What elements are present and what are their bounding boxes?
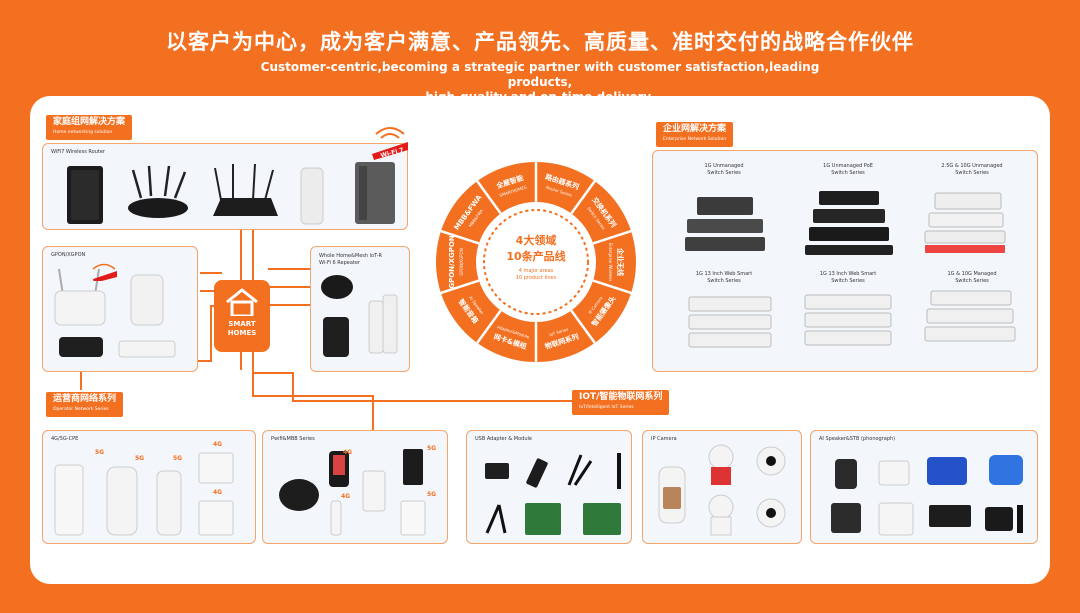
- ring-divider: [570, 309, 596, 344]
- pwifi-badge-5g-2: 5G: [427, 491, 437, 498]
- ring-segment-en: Enterprise Wireless: [608, 243, 613, 282]
- hub-label-2: HOMES: [227, 329, 257, 337]
- cpe-device-images: [54, 452, 234, 536]
- pwifi-device-images: [279, 449, 426, 536]
- mesh-box-title: Whole Home&Mesh loT-R Wi-Fi 6 Repeater: [319, 253, 382, 266]
- camera-box-title: IP Camera: [651, 436, 677, 442]
- ring-segment-en: IoT Series: [549, 326, 569, 337]
- usb-device-images: [485, 453, 621, 535]
- pwifi-badge-4g-1: 4G: [343, 449, 353, 456]
- house-icon: [226, 288, 258, 316]
- enterprise-network-tag: 企业网解决方案 Enterprise Network Solution: [656, 122, 734, 147]
- wifi-7-badge: Wi-Fi 7: [372, 127, 408, 160]
- cpe-badge-5g-3: 5G: [173, 455, 183, 462]
- cpe-badge-4g-1: 4G: [213, 441, 223, 448]
- ip-camera-box: IP Camera: [642, 430, 802, 544]
- operator-network-tag: 运营商网络系列 Operator Network Series: [46, 392, 124, 417]
- cpe-badge-5g-2: 5G: [135, 455, 145, 462]
- gpon-wifi-badge: [92, 263, 117, 281]
- ring-segment-cn: 企业无线: [616, 247, 625, 276]
- ring-center-en-1: 4 major areas: [519, 268, 554, 274]
- ai-box-title: AI Speaker&STB (phonograph): [819, 436, 896, 442]
- ai-device-images: [831, 455, 1023, 536]
- ring-center-cn-1: 4大领域: [516, 233, 557, 247]
- page-title: 以客户为中心，成为客户满意、产品领先、高质量、准时交付的战略合作伙伴: [166, 30, 914, 54]
- usb-box-title: USB Adapter & Module: [475, 436, 532, 442]
- mesh-box: Whole Home&Mesh loT-R Wi-Fi 6 Repeater: [310, 246, 410, 372]
- cpe-box-title: 4G/5G-CPE: [51, 436, 79, 442]
- switch-images: [685, 191, 1016, 348]
- ring-divider: [476, 309, 502, 344]
- home-networking-tag: 家庭组网解决方案 Home networking solution: [46, 115, 133, 140]
- ring-divider: [440, 279, 480, 295]
- smart-homes-chip: SMART HOMES: [214, 280, 270, 352]
- ring-divider: [570, 180, 596, 215]
- wifi7-router-images: [67, 162, 395, 225]
- wifi7-router-box: WiFi7 Wireless Router: [42, 143, 408, 230]
- gpon-device-images: [54, 268, 176, 358]
- pwifi-mbb-box: Pwifi&MBB Series 4G 4G 5G 5G: [262, 430, 448, 544]
- gpon-box: GPON/XGPON: [42, 246, 198, 372]
- gpon-box-title: GPON/XGPON: [51, 252, 86, 258]
- ai-speaker-box: AI Speaker&STB (phonograph): [810, 430, 1038, 544]
- ring-center-cn-2: 10条产品线: [506, 249, 565, 263]
- iot-series-tag: IOT/智能物联网系列 IoT/Intelligent IoT Series: [572, 390, 670, 415]
- hub-label-1: SMART: [228, 320, 256, 328]
- pwifi-badge-5g-1: 5G: [427, 445, 437, 452]
- mesh-device-images: [321, 275, 398, 357]
- ring-center-en-2: 10 product lines: [516, 275, 557, 281]
- pwifi-badge-4g-2: 4G: [341, 493, 351, 500]
- ring-segment-cn: GPON/XGPON: [448, 235, 456, 288]
- ring-divider: [592, 229, 632, 245]
- ring-divider: [440, 229, 480, 245]
- camera-device-images: [658, 444, 786, 536]
- cpe-badge-4g-2: 4G: [213, 489, 223, 496]
- svg-text:Wi-Fi 7: Wi-Fi 7: [380, 147, 405, 160]
- wifi7-box-title: WiFi7 Wireless Router: [51, 149, 105, 155]
- pwifi-box-title: Pwifi&MBB Series: [271, 436, 315, 442]
- ring-divider: [592, 279, 632, 295]
- cpe-box: 4G/5G-CPE 5G 5G 5G 4G 4G: [42, 430, 256, 544]
- ring-divider: [476, 180, 502, 215]
- cpe-badge-5g-1: 5G: [95, 449, 105, 456]
- ring-segment-en: GPON/XGPON: [459, 248, 464, 275]
- usb-adapter-box: USB Adapter & Module: [466, 430, 632, 544]
- subtitle-line-1: Customer-centric,becoming a strategic pa…: [260, 60, 820, 89]
